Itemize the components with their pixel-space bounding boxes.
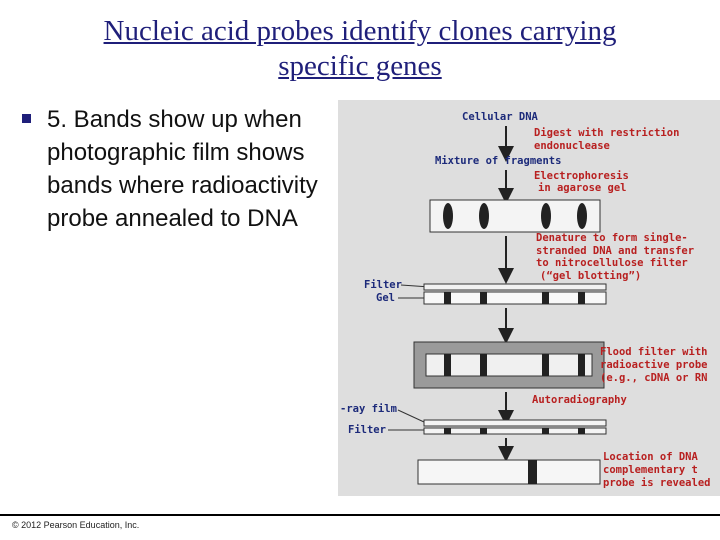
- blot-band-1: [444, 292, 451, 304]
- southern-blot-figure: Cellular DNA Digest with restriction end…: [338, 100, 720, 496]
- label-autoradiography: Autoradiography: [532, 394, 628, 406]
- probe-band-2: [480, 354, 487, 376]
- gel-band-4: [577, 203, 587, 229]
- blot-band-4: [578, 292, 585, 304]
- gel-band-3: [541, 203, 551, 229]
- label-denature-1: Denature to form single-: [536, 232, 688, 244]
- blot-band-2: [480, 292, 487, 304]
- title-line-2: specific genes: [278, 50, 442, 82]
- slide-title: Nucleic acid probes identify clones carr…: [40, 14, 680, 84]
- label-filter-2: Filter: [348, 424, 386, 436]
- film-band-1: [444, 428, 451, 434]
- label-electro-2: in agarose gel: [538, 182, 627, 194]
- label-location-2: complementary t: [603, 464, 698, 476]
- blot-band-3: [542, 292, 549, 304]
- bullet-text: 5. Bands show up when photographic film …: [47, 106, 318, 232]
- film-band-3: [542, 428, 549, 434]
- copyright-footer: © 2012 Pearson Education, Inc.: [12, 520, 140, 530]
- label-mixture: Mixture of fragments: [435, 155, 561, 167]
- bullet-square-icon: [22, 114, 31, 123]
- agarose-gel: [429, 199, 601, 233]
- pointer-xray: [397, 409, 425, 423]
- nitrocellulose-filter: [423, 283, 607, 291]
- label-flood-1: Flood filter with: [600, 346, 707, 358]
- revealed-band: [528, 460, 537, 484]
- label-flood-3: (e.g., cDNA or RN: [600, 372, 707, 384]
- label-digest-1: Digest with restriction: [534, 127, 679, 139]
- developed-film: [417, 459, 601, 485]
- label-denature-2: stranded DNA and transfer: [536, 245, 694, 257]
- label-filter: Filter: [364, 279, 402, 291]
- footer-divider: [0, 514, 720, 516]
- film-band-4: [578, 428, 585, 434]
- probe-band-4: [578, 354, 585, 376]
- label-denature-4: (“gel blotting”): [540, 270, 641, 282]
- flooded-filter: [425, 353, 593, 377]
- label-location-1: Location of DNA: [603, 451, 699, 463]
- label-flood-2: radioactive probe: [600, 359, 707, 371]
- gel-band-2: [479, 203, 489, 229]
- blot-gel: [423, 291, 607, 305]
- label-xray-film: -ray film: [340, 403, 397, 415]
- title-line-1: Nucleic acid probes identify clones carr…: [103, 15, 617, 47]
- exposed-filter: [423, 427, 607, 435]
- gel-band-1: [443, 203, 453, 229]
- probe-band-1: [444, 354, 451, 376]
- label-cellular-dna: Cellular DNA: [462, 111, 539, 123]
- label-electro-1: Electrophoresis: [534, 170, 629, 182]
- xray-film: [423, 419, 607, 427]
- film-band-2: [480, 428, 487, 434]
- label-location-3: probe is revealed: [603, 477, 710, 489]
- label-gel: Gel: [376, 292, 395, 304]
- southern-blot-diagram: Cellular DNA Digest with restriction end…: [340, 111, 710, 489]
- label-denature-3: to nitrocellulose filter: [536, 257, 688, 269]
- label-digest-2: endonuclease: [534, 140, 610, 152]
- probe-band-3: [542, 354, 549, 376]
